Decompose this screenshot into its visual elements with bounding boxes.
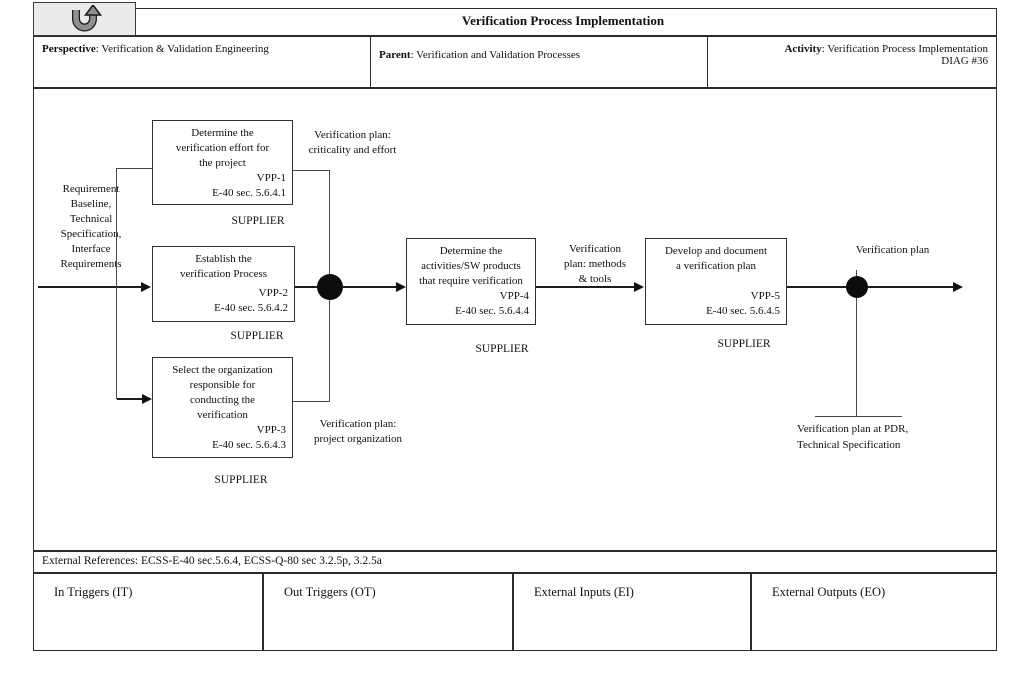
vpp2-output-line bbox=[295, 286, 330, 288]
vpp4-id: VPP-4 bbox=[499, 290, 529, 302]
vpp4-description: Determine the activities/SW products tha… bbox=[419, 245, 523, 287]
vpp3-arrowhead bbox=[142, 394, 152, 404]
output-drop-line bbox=[856, 270, 857, 417]
vpp3-role-label: SUPPLIER bbox=[214, 474, 268, 486]
perspective-value: : Verification & Validation Engineering bbox=[95, 43, 269, 55]
output-terminator-bar bbox=[815, 416, 902, 417]
flow-label-project-organization: Verification plan: project organization bbox=[313, 418, 403, 445]
output-artifacts-label: Verification plan at PDR, Technical Spec… bbox=[797, 423, 909, 451]
vpp2-role-label: SUPPLIER bbox=[230, 330, 284, 342]
page-title: Verification Process Implementation bbox=[461, 13, 665, 28]
vpp1-ref: E-40 sec. 5.6.4.1 bbox=[212, 187, 286, 199]
diag-number: DIAG #36 bbox=[941, 55, 988, 67]
vpp1-id: VPP-1 bbox=[256, 172, 286, 184]
vpp1-role-label: SUPPLIER bbox=[231, 215, 285, 227]
flow-label-verification-plan: Verification plan bbox=[855, 244, 930, 256]
process-box-vpp3: Select the organization responsible for … bbox=[152, 357, 293, 458]
activity-cell: Activity: Verification Process Implement… bbox=[707, 36, 997, 88]
vpp3-description: Select the organization responsible for … bbox=[172, 364, 273, 421]
output-junction-dot bbox=[846, 276, 868, 298]
input-arrowhead bbox=[141, 282, 151, 292]
in-triggers-label: In Triggers (IT) bbox=[54, 585, 133, 599]
flow-label-criticality: Verification plan: criticality and effor… bbox=[308, 129, 397, 156]
vpp4-ref: E-40 sec. 5.6.4.4 bbox=[455, 305, 529, 317]
vpp3-id: VPP-3 bbox=[256, 424, 286, 436]
title-bar bbox=[33, 8, 997, 36]
vpp2-ref: E-40 sec. 5.6.4.2 bbox=[214, 302, 288, 314]
vpp2-description: Establish the verification Process bbox=[179, 253, 268, 280]
vpp5-arrowhead bbox=[634, 282, 644, 292]
activity-value: : Verification Process Implementation bbox=[821, 43, 988, 55]
vpp2-id: VPP-2 bbox=[258, 287, 288, 299]
perspective-cell: Perspective: Verification & Validation E… bbox=[33, 36, 371, 88]
parent-value: : Verification and Validation Processes bbox=[410, 49, 581, 61]
flow-label-methods-tools: Verification plan: methods & tools bbox=[563, 243, 627, 285]
u-turn-arrow-icon bbox=[71, 5, 102, 32]
process-box-vpp2: Establish the verification Process VPP-2… bbox=[152, 246, 295, 322]
parent-cell: Parent: Verification and Validation Proc… bbox=[370, 36, 708, 88]
vpp5-ref: E-40 sec. 5.6.4.5 bbox=[706, 305, 780, 317]
input-artifacts-label: Requirement Baseline, Technical Specific… bbox=[60, 183, 122, 270]
output-arrowhead bbox=[953, 282, 963, 292]
vpp3-ref: E-40 sec. 5.6.4.3 bbox=[212, 439, 286, 451]
external-inputs-label: External Inputs (EI) bbox=[534, 585, 634, 599]
vpp4-role-label: SUPPLIER bbox=[475, 343, 529, 355]
external-references: External References: ECSS-E-40 sec.5.6.4… bbox=[33, 551, 997, 573]
vpp5-output-line bbox=[787, 286, 953, 288]
vpp3-output-line bbox=[293, 401, 330, 402]
perspective-label: Perspective bbox=[42, 43, 96, 55]
activity-label: Activity bbox=[784, 43, 822, 55]
external-outputs-label: External Outputs (EO) bbox=[772, 585, 886, 599]
process-box-vpp1: Determine the verification effort for th… bbox=[152, 120, 293, 205]
branch-to-vpp1-line bbox=[117, 168, 152, 169]
process-box-vpp4: Determine the activities/SW products tha… bbox=[406, 238, 536, 325]
branch-to-vpp3-line bbox=[117, 398, 143, 400]
arrow-to-vpp4-line bbox=[343, 286, 397, 288]
vpp1-output-line bbox=[293, 170, 330, 171]
vpp5-description: Develop and document a verification plan bbox=[664, 245, 768, 272]
process-box-vpp5: Develop and document a verification plan… bbox=[645, 238, 787, 325]
out-triggers-cell: Out Triggers (OT) bbox=[263, 573, 513, 651]
external-inputs-cell: External Inputs (EI) bbox=[513, 573, 751, 651]
vpp5-id: VPP-5 bbox=[750, 290, 780, 302]
left-branch-rail bbox=[116, 168, 117, 399]
input-arrow-line bbox=[38, 286, 141, 288]
parent-label: Parent bbox=[379, 49, 411, 61]
out-triggers-label: Out Triggers (OT) bbox=[284, 585, 376, 599]
vpp4-to-vpp5-line bbox=[536, 286, 634, 288]
in-triggers-cell: In Triggers (IT) bbox=[33, 573, 263, 651]
vpp5-role-label: SUPPLIER bbox=[717, 338, 771, 350]
vpp4-arrowhead bbox=[396, 282, 406, 292]
merge-junction-dot bbox=[317, 274, 343, 300]
vpp1-description: Determine the verification effort for th… bbox=[175, 127, 270, 169]
external-outputs-cell: External Outputs (EO) bbox=[751, 573, 997, 651]
back-button[interactable] bbox=[33, 2, 136, 36]
